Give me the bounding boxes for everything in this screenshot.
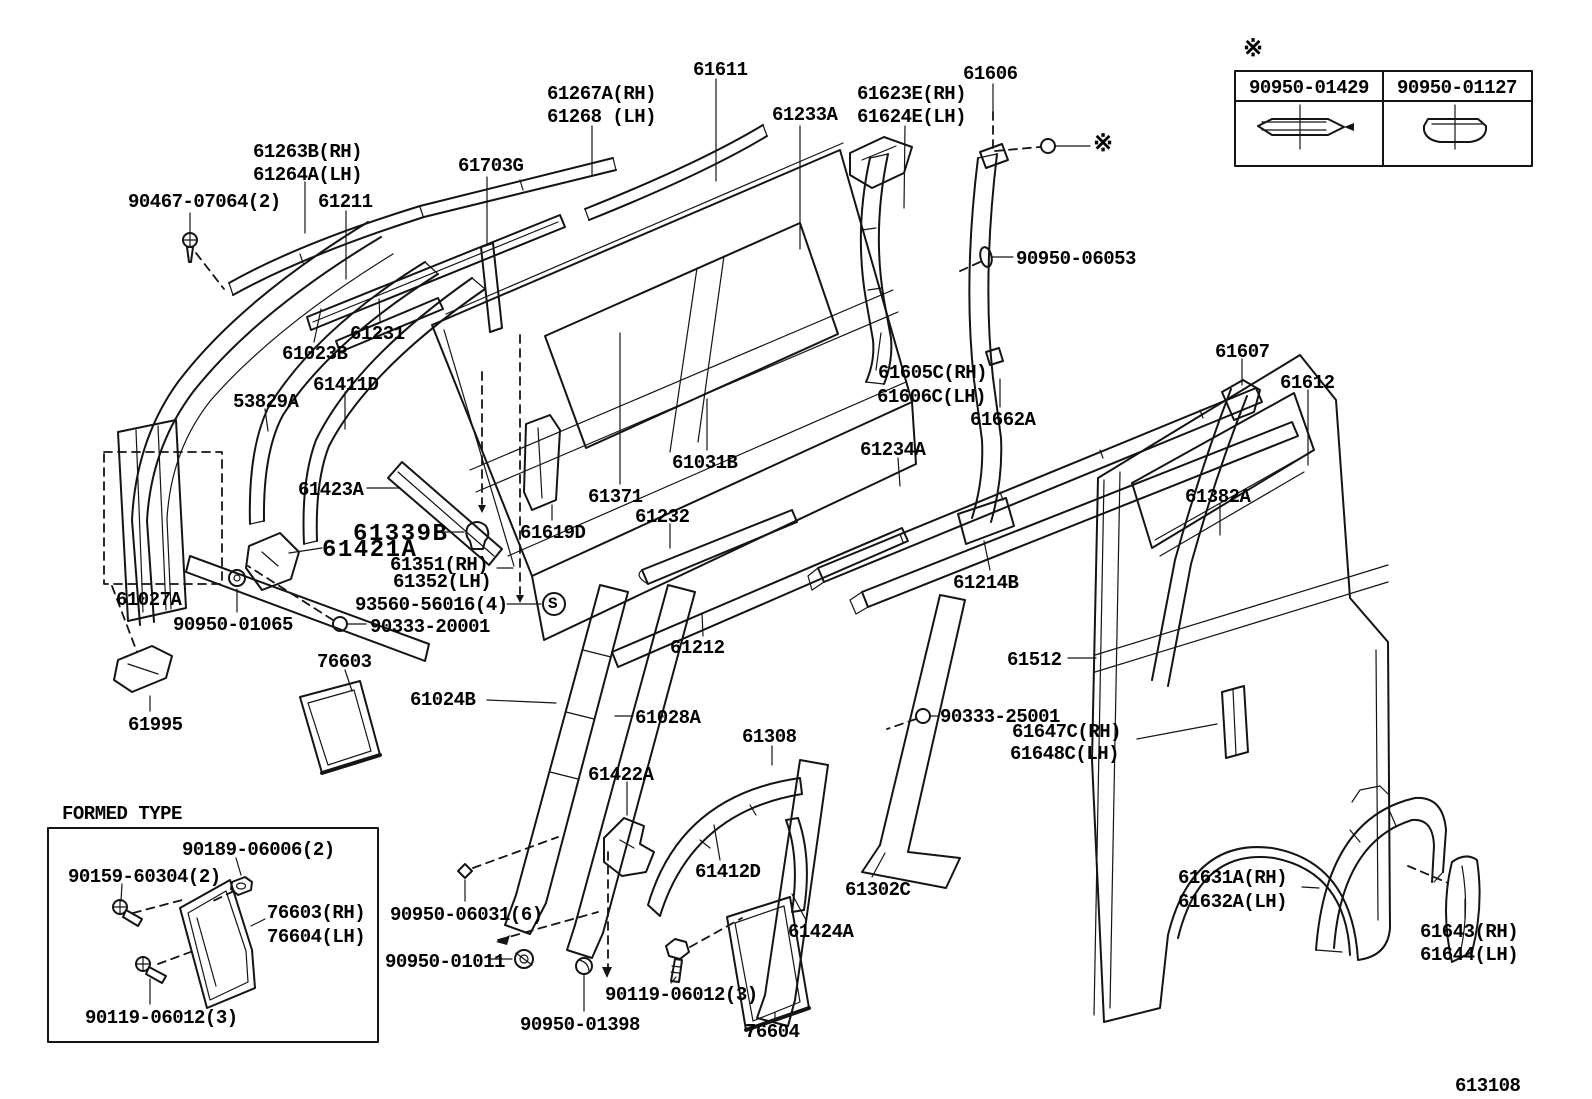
s-mark-circle xyxy=(542,592,566,616)
plug-icon xyxy=(1040,138,1056,154)
roof-rails xyxy=(228,124,768,353)
part-label-90119-06012-box: 90119-06012(3) xyxy=(85,1007,238,1029)
part-label-61605C: 61605C(RH) xyxy=(878,362,987,384)
part-label-90950-01398: 90950-01398 xyxy=(520,1014,640,1036)
part-label-76603: 76603 xyxy=(317,651,372,673)
part-label-asterisk-table: ※ xyxy=(1243,37,1263,64)
washer-icon xyxy=(332,616,348,632)
part-label-61267A: 61267A(RH) xyxy=(547,83,656,105)
quarter-panel xyxy=(1091,354,1391,1023)
part-label-61352: 61352(LH) xyxy=(393,571,491,593)
part-label-61234A: 61234A xyxy=(860,439,927,461)
part-label-61703G: 61703G xyxy=(458,155,524,177)
part-label-61308: 61308 xyxy=(742,726,797,748)
part-label-90950-01011: 90950-01011 xyxy=(385,951,505,973)
part-label-61024B: 61024B xyxy=(410,689,476,711)
part-label-76603RH: 76603(RH) xyxy=(267,902,365,924)
part-label-90950-01065: 90950-01065 xyxy=(173,614,293,636)
part-label-90189-06006: 90189-06006(2) xyxy=(182,839,335,861)
dashed-connectors xyxy=(103,111,1449,978)
part-label-61028A: 61028A xyxy=(635,707,702,729)
part-label-76604: 76604 xyxy=(745,1021,800,1043)
part-label-90950-06031: 90950-06031(6) xyxy=(390,904,543,926)
plug-drawing-right xyxy=(1423,118,1487,143)
part-label-61339B: 61339B xyxy=(353,521,448,548)
part-label-61607: 61607 xyxy=(1215,341,1270,363)
fastener-icons xyxy=(182,138,1056,983)
part-label-61648C: 61648C(LH) xyxy=(1010,743,1119,765)
part-label-61612: 61612 xyxy=(1280,372,1335,394)
part-label-61211: 61211 xyxy=(318,191,373,213)
leader-lines xyxy=(120,78,1466,1020)
part-label-61302C: 61302C xyxy=(845,879,911,901)
grommet-icon xyxy=(514,949,534,969)
part-label-61647C: 61647C(RH) xyxy=(1012,721,1121,743)
nut-icon xyxy=(457,863,473,879)
washer-icon xyxy=(915,708,931,724)
part-label-61643: 61643(RH) xyxy=(1420,921,1518,943)
table-part-number-0: 90950-01429 xyxy=(1249,77,1369,99)
part-label-61644: 61644(LH) xyxy=(1420,944,1518,966)
part-label-61512: 61512 xyxy=(1007,649,1062,671)
part-label-90467-07064: 90467-07064(2) xyxy=(128,191,281,213)
part-label-s-mark: S xyxy=(548,595,558,613)
part-label-76604LH: 76604(LH) xyxy=(267,926,365,948)
mudguard-plates xyxy=(299,680,811,1032)
grommet-icon xyxy=(575,957,593,975)
part-label-61027A: 61027A xyxy=(116,589,183,611)
part-label-90950-06053: 90950-06053 xyxy=(1016,248,1136,270)
part-label-61422A: 61422A xyxy=(588,764,655,786)
part-label-61424A: 61424A xyxy=(788,921,855,943)
part-label-61606: 61606 xyxy=(963,63,1018,85)
part-label-90119-06012: 90119-06012(3) xyxy=(605,984,758,1006)
part-label-93560-56016: 93560-56016(4) xyxy=(355,594,508,616)
wheel-housing xyxy=(1315,785,1481,963)
part-label-61421A: 61421A xyxy=(322,537,417,564)
part-label-61623E: 61623E(RH) xyxy=(857,83,966,105)
part-label-61619D: 61619D xyxy=(520,522,586,544)
bolt-icon xyxy=(665,938,690,960)
table-part-number-1: 90950-01127 xyxy=(1397,77,1517,99)
part-label-61264A: 61264A(LH) xyxy=(253,164,362,186)
part-label-61263B: 61263B(RH) xyxy=(253,141,362,163)
part-label-61995: 61995 xyxy=(128,714,183,736)
grommet-icon xyxy=(228,569,246,587)
part-label-61412D: 61412D xyxy=(695,861,761,883)
formed-type-box xyxy=(47,827,379,1043)
part-label-61631A: 61631A(RH) xyxy=(1178,867,1287,889)
part-label-61023B: 61023B xyxy=(282,343,348,365)
part-label-61351: 61351(RH) xyxy=(390,554,488,576)
part-label-61233A: 61233A xyxy=(772,104,839,126)
part-label-61212: 61212 xyxy=(670,637,725,659)
part-label-61662A: 61662A xyxy=(970,409,1037,431)
clip-icon xyxy=(465,521,490,550)
plug-icon xyxy=(979,246,993,268)
part-label-90159-60304: 90159-60304(2) xyxy=(68,866,221,888)
main-side-panel xyxy=(431,142,917,641)
fastener-table xyxy=(1234,70,1533,167)
part-label-61632A: 61632A(LH) xyxy=(1178,891,1287,913)
part-label-61423A: 61423A xyxy=(298,479,365,501)
part-label-formed-type-title: FORMED TYPE xyxy=(62,803,182,825)
labels-layer: 61611 61267A(RH)61268 (LH) 61233A 61623E(RH… xyxy=(62,37,1521,1097)
middle-rails xyxy=(611,387,1299,668)
part-label-61411D: 61411D xyxy=(313,374,379,396)
part-label-61371: 61371 xyxy=(588,486,643,508)
part-label-61214B: 61214B xyxy=(953,572,1019,594)
part-label-90333-25001: 90333-25001 xyxy=(940,706,1060,728)
part-label-90333-20001: 90333-20001 xyxy=(370,616,490,638)
part-label-doc-code: 613108 xyxy=(1455,1075,1521,1097)
part-label-61382A: 61382A xyxy=(1185,486,1252,508)
part-label-61268: 61268 (LH) xyxy=(547,106,656,128)
part-label-61232: 61232 xyxy=(635,506,690,528)
part-label-61231: 61231 xyxy=(350,323,405,345)
part-label-61606C: 61606C(LH) xyxy=(877,386,986,408)
part-label-61031B: 61031B xyxy=(672,452,738,474)
rear-pillar-cluster xyxy=(849,136,1015,545)
part-label-asterisk-mid: ※ xyxy=(1093,132,1113,159)
part-label-53829A: 53829A xyxy=(233,391,300,413)
part-label-61624E: 61624E(LH) xyxy=(857,106,966,128)
part-label-61611: 61611 xyxy=(693,59,748,81)
